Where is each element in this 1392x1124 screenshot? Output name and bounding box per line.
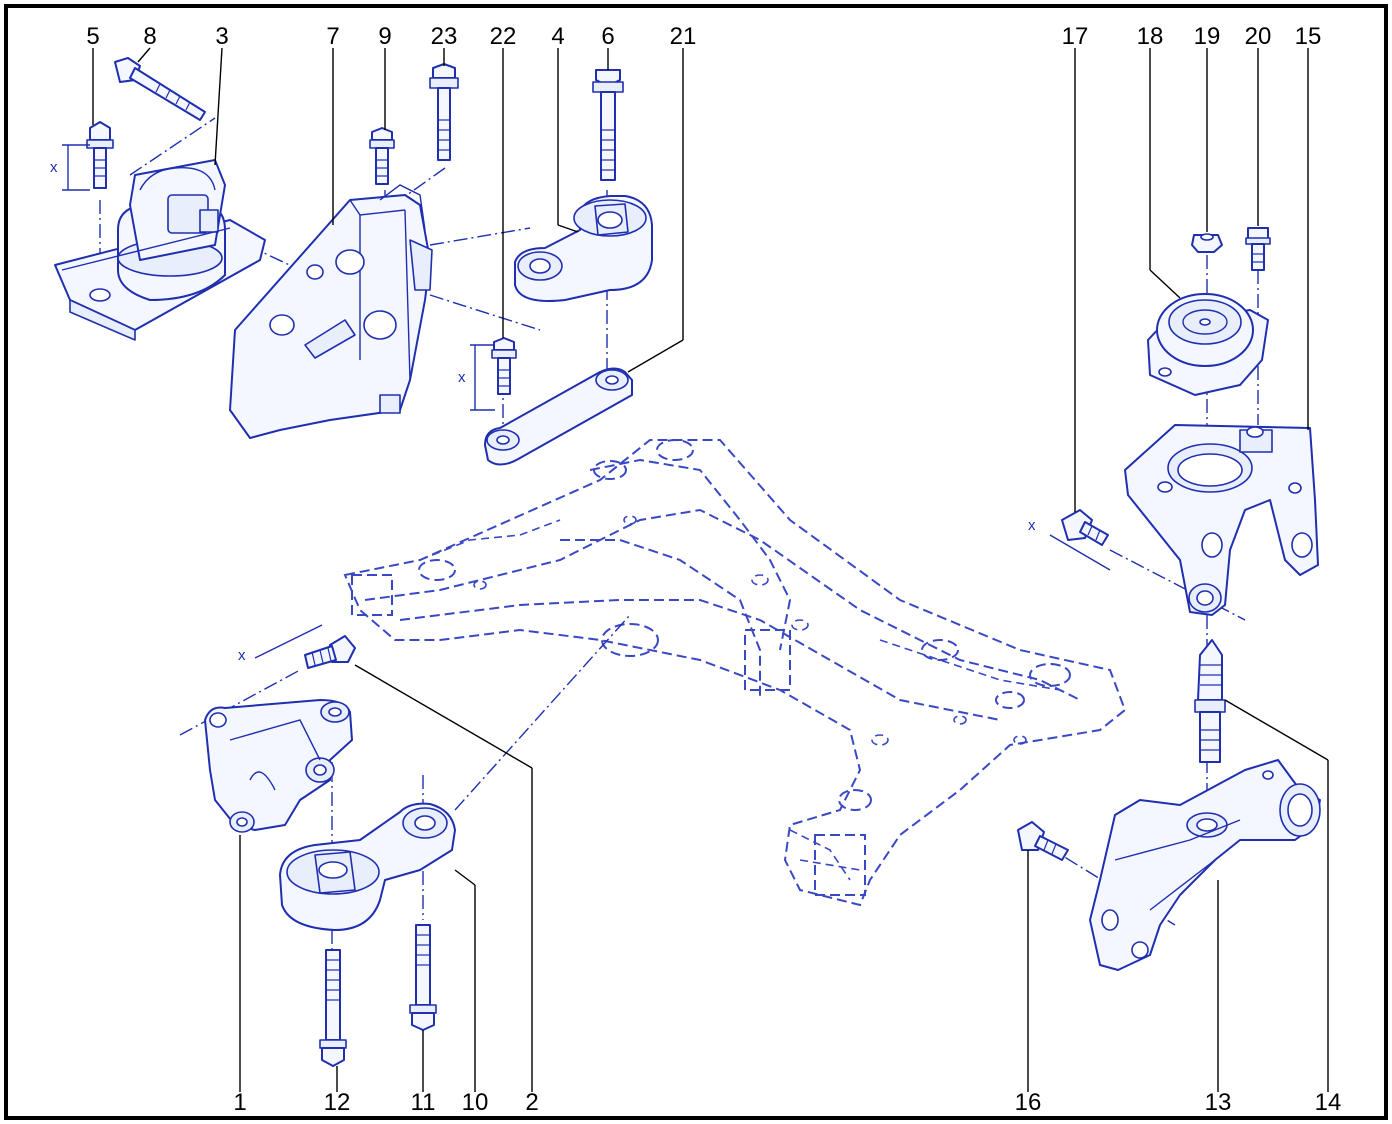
- callout-23: 23: [431, 23, 458, 50]
- callout-9: 9: [378, 23, 391, 50]
- callout-17: 17: [1062, 23, 1089, 50]
- part-7-bracket: [229, 184, 433, 439]
- dim-label-3: x: [1028, 517, 1036, 534]
- callout-18: 18: [1137, 23, 1164, 50]
- part-4-torque-rod: [514, 195, 653, 302]
- callout-5: 5: [86, 23, 99, 50]
- bolt-23: [429, 63, 459, 161]
- callout-labels: 5 8 3 7 9 23 22 4 6 21 17 18 19 20 15 1 …: [86, 23, 1341, 1116]
- callout-22: 22: [490, 23, 517, 50]
- callout-4: 4: [551, 23, 564, 50]
- part-3-engine-mount: [54, 159, 266, 341]
- bolt-16: [1017, 821, 1069, 861]
- part-18-mount: [1147, 293, 1269, 396]
- callout-13: 13: [1205, 1089, 1232, 1116]
- callout-14: 14: [1315, 1089, 1342, 1116]
- bolt-20: [1245, 227, 1271, 271]
- leader-lines: [92, 47, 1329, 1092]
- callout-7: 7: [326, 23, 339, 50]
- part-13-arm-mount: [1089, 759, 1321, 971]
- bolt-22: [491, 337, 517, 395]
- subframe-ghost: [343, 439, 1127, 907]
- part-15-bracket: [1124, 424, 1319, 616]
- bolt-17: [1061, 509, 1109, 546]
- callout-16: 16: [1015, 1089, 1042, 1116]
- bolt-6: [592, 69, 624, 181]
- callout-15: 15: [1295, 23, 1322, 50]
- bolt-9: [369, 127, 395, 185]
- stud-14: [1194, 639, 1226, 763]
- bolt-2: [304, 635, 356, 669]
- callout-1: 1: [233, 1089, 246, 1116]
- callout-3: 3: [215, 23, 228, 50]
- bolt-8: [114, 57, 206, 121]
- callout-11: 11: [411, 1089, 436, 1116]
- callout-2: 2: [525, 1089, 538, 1116]
- dimension-markers: x x x x: [50, 144, 1111, 664]
- bolt-5: [86, 121, 114, 189]
- callout-12: 12: [324, 1089, 351, 1116]
- dim-label-1: x: [50, 159, 58, 176]
- dim-label-4: x: [238, 647, 246, 664]
- callout-8: 8: [143, 23, 156, 50]
- callout-10: 10: [462, 1089, 489, 1116]
- bolt-12: [319, 949, 347, 1067]
- diagram-frame: [4, 4, 1388, 1120]
- dim-label-2: x: [458, 369, 466, 386]
- part-21-link-arm: [484, 367, 633, 466]
- nut-19: [1191, 233, 1223, 253]
- part-10-torque-rod: [279, 802, 456, 931]
- bolt-11: [409, 924, 437, 1031]
- part-1-bracket: [204, 699, 353, 833]
- callout-20: 20: [1245, 23, 1272, 50]
- callout-19: 19: [1194, 23, 1221, 50]
- callout-6: 6: [601, 23, 614, 50]
- callout-21: 21: [670, 23, 697, 50]
